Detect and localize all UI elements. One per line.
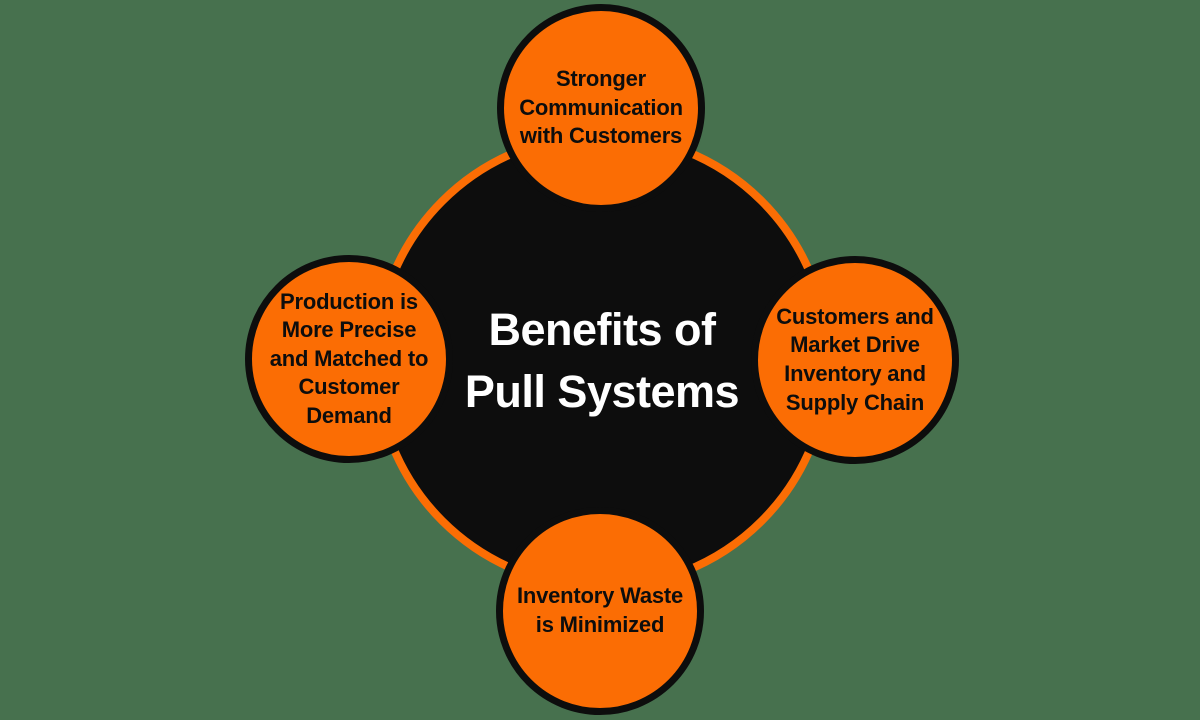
node-circle-right: Customers and Market Drive Inventory and… bbox=[751, 256, 959, 464]
node-label-top: Stronger Communication with Customers bbox=[519, 66, 683, 149]
node-label-left: Production is More Precise and Matched t… bbox=[269, 288, 429, 428]
node-label-bottom: Inventory Waste is Minimized bbox=[516, 583, 684, 637]
node-circle-bottom: Inventory Waste is Minimized bbox=[496, 507, 704, 715]
node-circle-left: Production is More Precise and Matched t… bbox=[245, 255, 453, 463]
node-circle-top: Stronger Communication with Customers bbox=[497, 4, 705, 212]
node-label-right: Customers and Market Drive Inventory and… bbox=[776, 303, 934, 415]
diagram-title: Benefits of Pull Systems bbox=[464, 303, 740, 417]
